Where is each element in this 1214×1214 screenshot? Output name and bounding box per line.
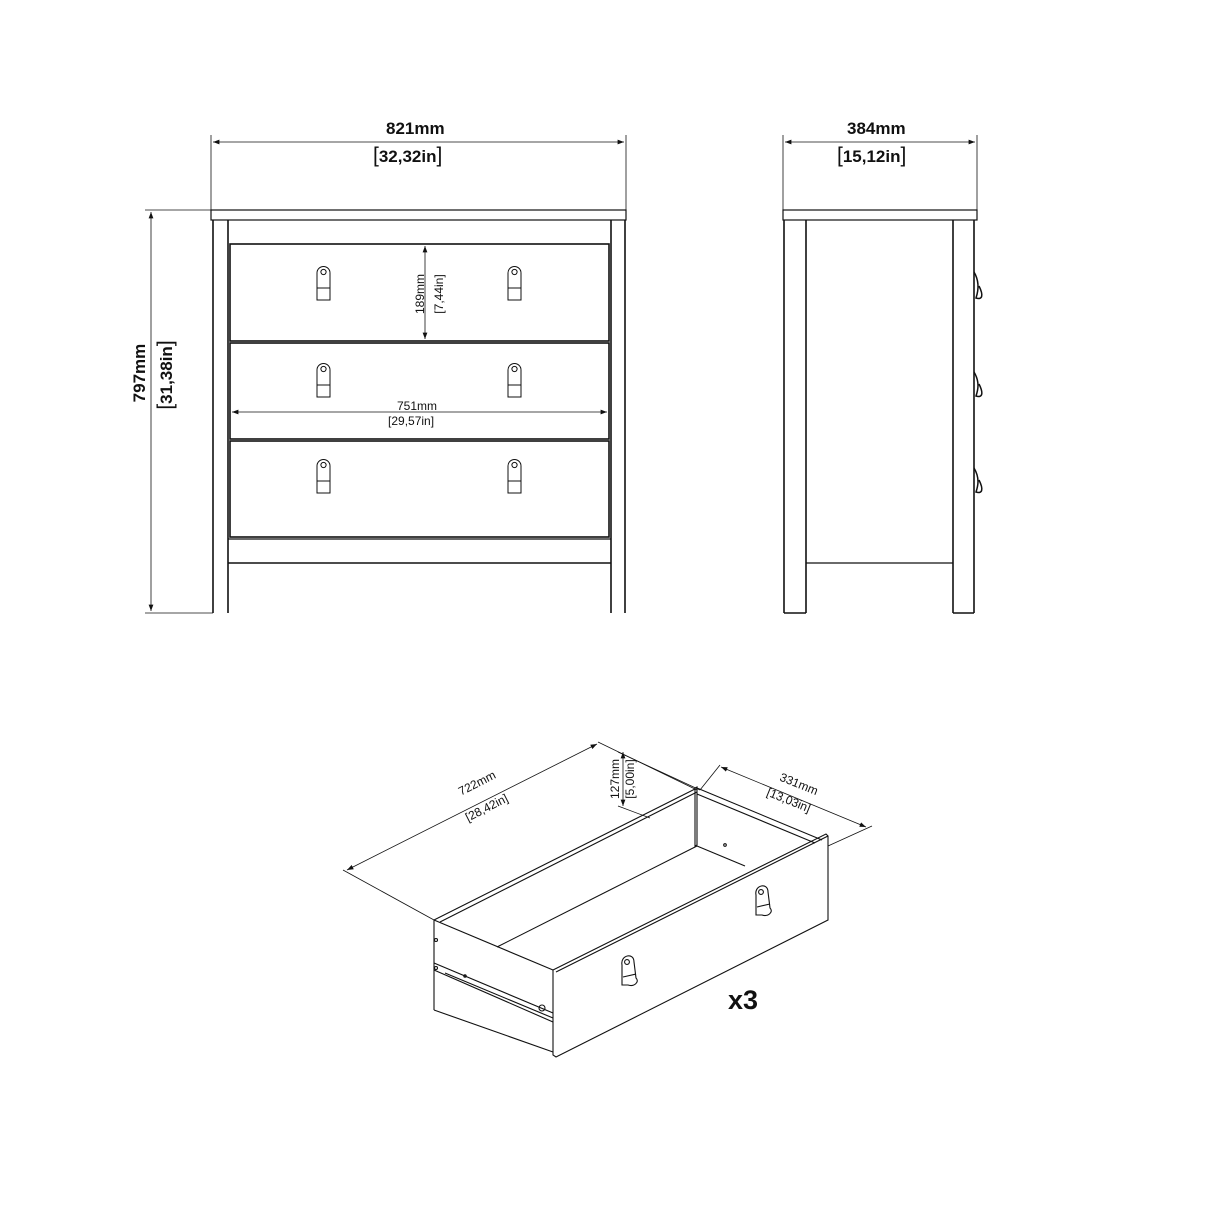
front-width-mm-label: 821mm bbox=[386, 119, 445, 138]
side-view bbox=[782, 135, 983, 614]
side-depth-in-label: [15,12in] bbox=[837, 144, 907, 167]
drawer-width-in-value: 29,57in bbox=[391, 414, 431, 428]
drawer-iso-height-mm-label: 127mm bbox=[608, 759, 622, 800]
drawer-width-mm-label: 751mm bbox=[397, 399, 438, 413]
front-view bbox=[145, 135, 627, 614]
drawer-iso-height-in-label: [5,00in] bbox=[623, 759, 637, 799]
drawer-height-in-label: [7,44in] bbox=[432, 274, 446, 314]
handle-icon bbox=[316, 266, 522, 494]
height-mm-label: 797mm bbox=[130, 343, 149, 403]
drawer-handle-icon bbox=[621, 885, 772, 986]
drawer-iso-height-in-value: 5,00in bbox=[623, 762, 637, 796]
drawer-height-mm-label: 189mm bbox=[413, 274, 427, 315]
drawer-height-in-value: 7,44in bbox=[432, 277, 446, 311]
drawer-quantity-label: x3 bbox=[728, 985, 759, 1015]
height-in-value: 31,38in bbox=[157, 346, 176, 404]
front-width-in-value: 32,32in bbox=[378, 147, 437, 166]
height-in-label: [31,38in] bbox=[154, 340, 177, 410]
drawer-isometric bbox=[342, 741, 873, 1058]
drawer-width-in-label: [29,57in] bbox=[388, 414, 435, 428]
side-depth-in-value: 15,12in bbox=[842, 147, 901, 166]
side-depth-mm-label: 384mm bbox=[847, 119, 906, 138]
front-width-in-label: [32,32in] bbox=[373, 144, 443, 167]
